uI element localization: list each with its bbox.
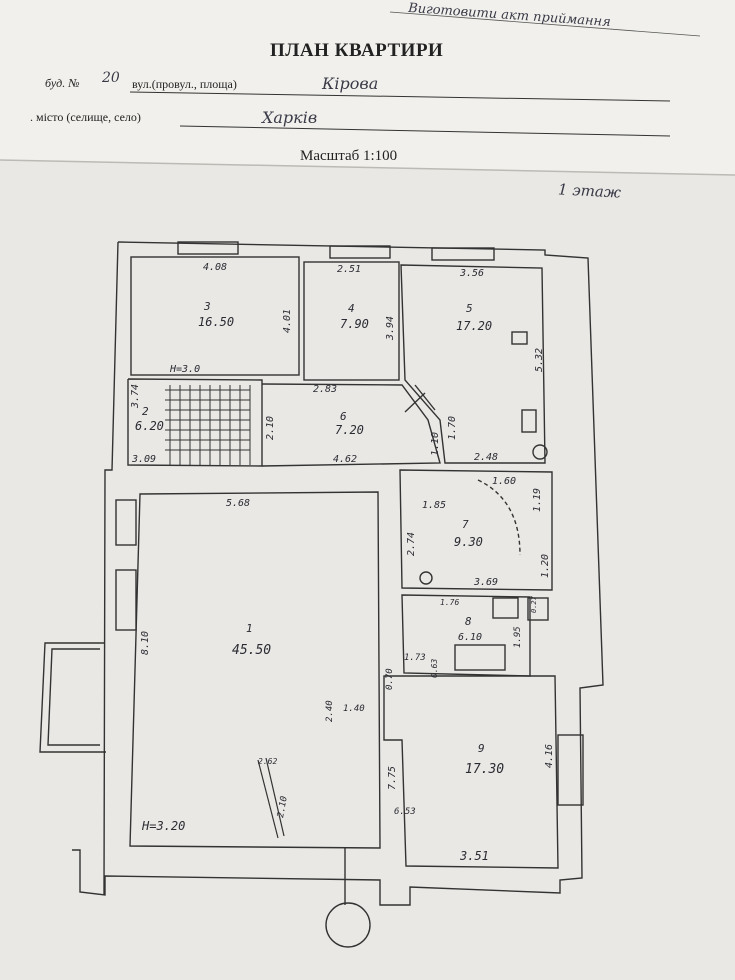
room-9-area: 17.30 bbox=[465, 762, 504, 777]
outer-wall bbox=[72, 241, 604, 906]
balcony bbox=[39, 642, 106, 753]
city-value: Харків bbox=[262, 108, 318, 127]
room-6-area: 7.20 bbox=[335, 423, 364, 437]
room-7-area: 9.30 bbox=[454, 535, 483, 549]
street-label: вул.(провул., площа) bbox=[132, 77, 237, 91]
building-label: буд. № bbox=[45, 76, 80, 90]
room-4-area: 7.90 bbox=[340, 317, 369, 331]
city-label: . місто (селище, село) bbox=[30, 110, 141, 124]
room-3-area: 16.50 bbox=[198, 315, 234, 329]
city-underline bbox=[179, 125, 671, 137]
dim: 8.10 bbox=[140, 631, 151, 655]
room-4-wall bbox=[303, 261, 400, 381]
dim: 2.62 bbox=[258, 757, 277, 766]
paper-fold bbox=[0, 159, 735, 176]
dim: 3.51 bbox=[459, 849, 489, 863]
dim: 1.76 bbox=[440, 598, 459, 607]
dim: 3.94 bbox=[385, 316, 396, 341]
room-2-num: 2 bbox=[142, 405, 149, 418]
building-number: 20 bbox=[102, 70, 120, 86]
dim: 1.40 bbox=[343, 704, 365, 714]
dim: 0.63 bbox=[430, 659, 439, 678]
dim: 1.19 bbox=[532, 488, 543, 512]
room-7-num: 7 bbox=[462, 518, 469, 531]
dim: 5.32 bbox=[534, 348, 545, 372]
page-title: ПЛАН КВАРТИРИ bbox=[270, 40, 444, 61]
dim: 0.27 bbox=[530, 595, 538, 613]
room-3-num: 3 bbox=[203, 300, 211, 313]
dim: 3.69 bbox=[473, 577, 498, 588]
dim: 1.73 bbox=[404, 653, 426, 663]
paper-top bbox=[0, 0, 735, 175]
dim: 3.74 bbox=[130, 384, 141, 409]
dim: 4.08 bbox=[203, 262, 227, 273]
dim: 2.10 bbox=[265, 416, 276, 440]
room-1-num: 1 bbox=[246, 622, 253, 635]
room-6-wall bbox=[261, 383, 441, 467]
note-strike bbox=[389, 11, 701, 37]
room-5-num: 5 bbox=[466, 302, 473, 315]
dim: H=3.20 bbox=[141, 819, 185, 833]
dim: 0.70 bbox=[385, 668, 395, 690]
street-value: Кірова bbox=[322, 74, 379, 93]
room-8-area: 6.10 bbox=[458, 632, 482, 643]
dim: 4.16 bbox=[544, 744, 555, 768]
dim: 1.85 bbox=[422, 500, 446, 511]
dim: 3.56 bbox=[459, 268, 484, 279]
street-underline bbox=[129, 91, 671, 102]
dim: 6.53 bbox=[394, 807, 416, 817]
dim: 4.62 bbox=[333, 454, 357, 465]
room-1-area: 45.50 bbox=[232, 643, 271, 658]
room-6-num: 6 bbox=[340, 410, 347, 423]
dim: 2.10 bbox=[276, 795, 290, 818]
outer-wall-left bbox=[103, 241, 119, 896]
paper-bottom bbox=[0, 160, 735, 980]
compass-circle bbox=[325, 902, 371, 948]
room-5-wall bbox=[400, 264, 546, 464]
dim: 1.95 bbox=[513, 626, 523, 648]
room-3-wall bbox=[130, 256, 300, 376]
dim: 2.51 bbox=[337, 264, 361, 275]
room-7-wall bbox=[399, 469, 553, 591]
dim: 2.83 bbox=[313, 384, 337, 395]
dim: 1.20 bbox=[540, 554, 551, 578]
dim: 1.70 bbox=[447, 416, 458, 440]
room-9-wall bbox=[383, 675, 559, 869]
room-9-num: 9 bbox=[478, 742, 485, 755]
dim: 3.09 bbox=[131, 454, 156, 465]
dim: H=3.0 bbox=[169, 364, 200, 375]
dim: 2.40 bbox=[325, 700, 335, 722]
dim: 2.74 bbox=[406, 532, 417, 556]
dim: 1.60 bbox=[492, 476, 516, 487]
dim: 4.01 bbox=[282, 309, 293, 333]
dim: 1.10 bbox=[430, 432, 441, 456]
dim: 5.68 bbox=[226, 498, 250, 509]
room-1-wall bbox=[129, 491, 381, 849]
room-5-area: 17.20 bbox=[456, 319, 492, 333]
scale-label: Масштаб 1:100 bbox=[300, 148, 398, 164]
floor-label: 1 этаж bbox=[557, 180, 622, 202]
room-8-num: 8 bbox=[465, 615, 472, 628]
room-2-area: 6.20 bbox=[135, 419, 164, 433]
dim: 2.48 bbox=[474, 452, 498, 463]
room-4-num: 4 bbox=[348, 302, 355, 315]
dim: 7.75 bbox=[387, 766, 398, 790]
